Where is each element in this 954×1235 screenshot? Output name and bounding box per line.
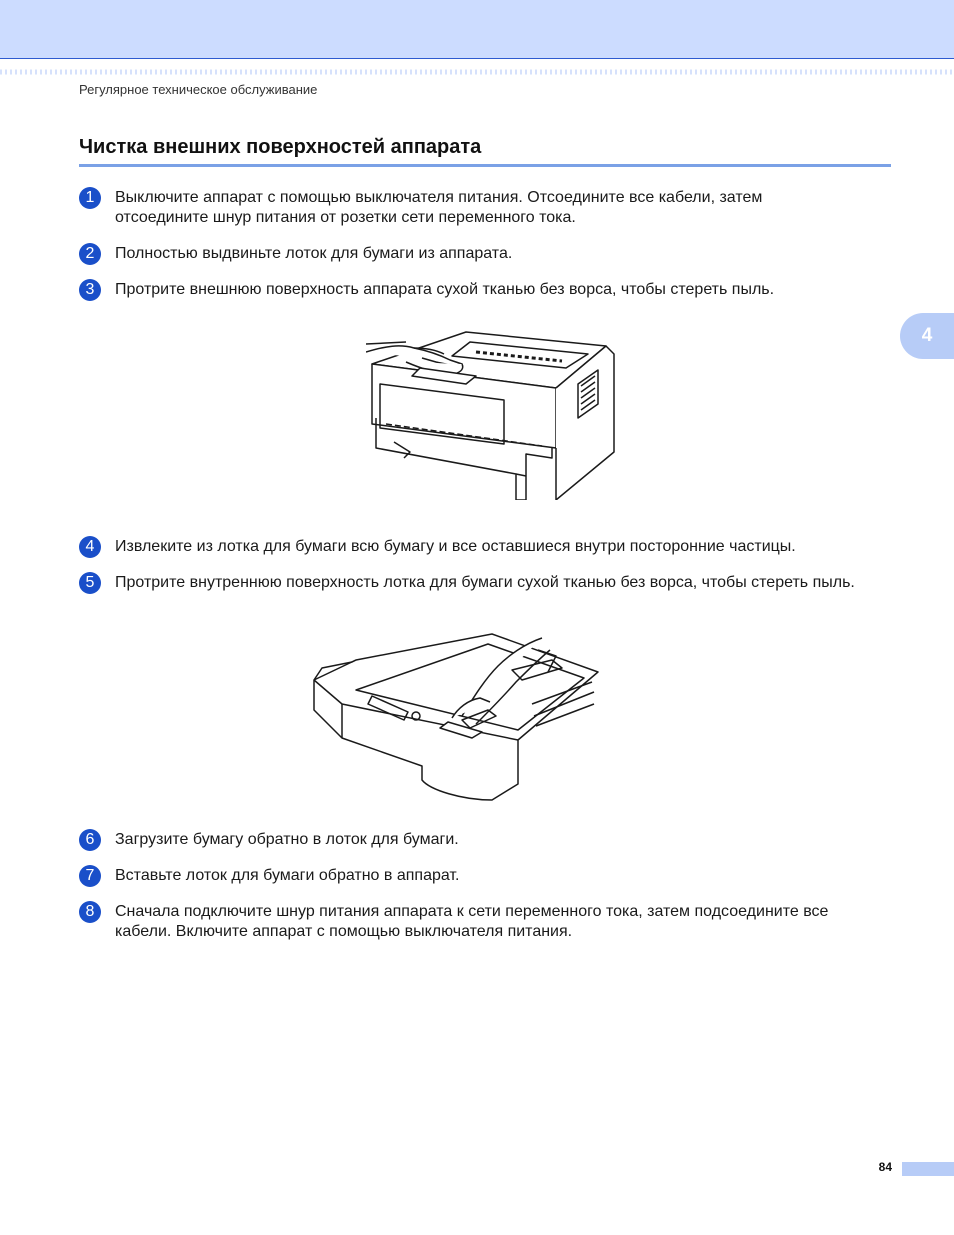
step-text-line: Протрите внешнюю поверхность аппарата су…: [115, 281, 775, 298]
step-text-line: Вставьте лоток для бумаги обратно в аппа…: [115, 867, 460, 884]
step-number: 3: [79, 279, 101, 301]
step-text: Сначала подключите шнур питания аппарата…: [115, 902, 828, 942]
running-header: Регулярное техническое обслуживание: [79, 82, 318, 97]
printer-cleaning-illustration: [366, 331, 615, 500]
step-text-line: Протрите внутреннюю поверхность лотка дл…: [115, 574, 855, 591]
step-text-line: Загрузите бумагу обратно в лоток для бум…: [115, 831, 459, 848]
header-band: [0, 0, 954, 59]
step-text: Извлеките из лотка для бумаги всю бумагу…: [115, 537, 796, 557]
page-number-bar: [902, 1162, 954, 1176]
step-number: 6: [79, 829, 101, 851]
step-number: 8: [79, 901, 101, 923]
step-number: 1: [79, 187, 101, 209]
step-text: Протрите внешнюю поверхность аппарата су…: [115, 280, 774, 300]
step-text: Протрите внутреннюю поверхность лотка дл…: [115, 573, 855, 593]
paper-tray-cleaning-illustration: [313, 633, 599, 801]
step-text-line: отсоедините шнур питания от розетки сети…: [115, 209, 576, 226]
step-number: 4: [79, 536, 101, 558]
step-text: Выключите аппарат с помощью выключателя …: [115, 188, 762, 228]
step-text: Полностью выдвиньте лоток для бумаги из …: [115, 244, 512, 264]
step-text-line: Выключите аппарат с помощью выключателя …: [115, 189, 763, 206]
step-text: Загрузите бумагу обратно в лоток для бум…: [115, 830, 459, 850]
chapter-tab: 4: [900, 313, 954, 359]
page-number: 84: [878, 1160, 892, 1174]
step-text-line: Полностью выдвиньте лоток для бумаги из …: [115, 245, 513, 262]
step-number: 5: [79, 572, 101, 594]
step-number: 7: [79, 865, 101, 887]
header-dotted-rule: [0, 69, 954, 75]
step-text-line: Извлеките из лотка для бумаги всю бумагу…: [115, 538, 796, 555]
step-number: 2: [79, 243, 101, 265]
step-text: Вставьте лоток для бумаги обратно в аппа…: [115, 866, 459, 886]
section-title: Чистка внешних поверхностей аппарата: [79, 136, 891, 167]
step-text-line: Сначала подключите шнур питания аппарата…: [115, 903, 829, 920]
step-text-line: кабели. Включите аппарат с помощью выклю…: [115, 923, 573, 940]
